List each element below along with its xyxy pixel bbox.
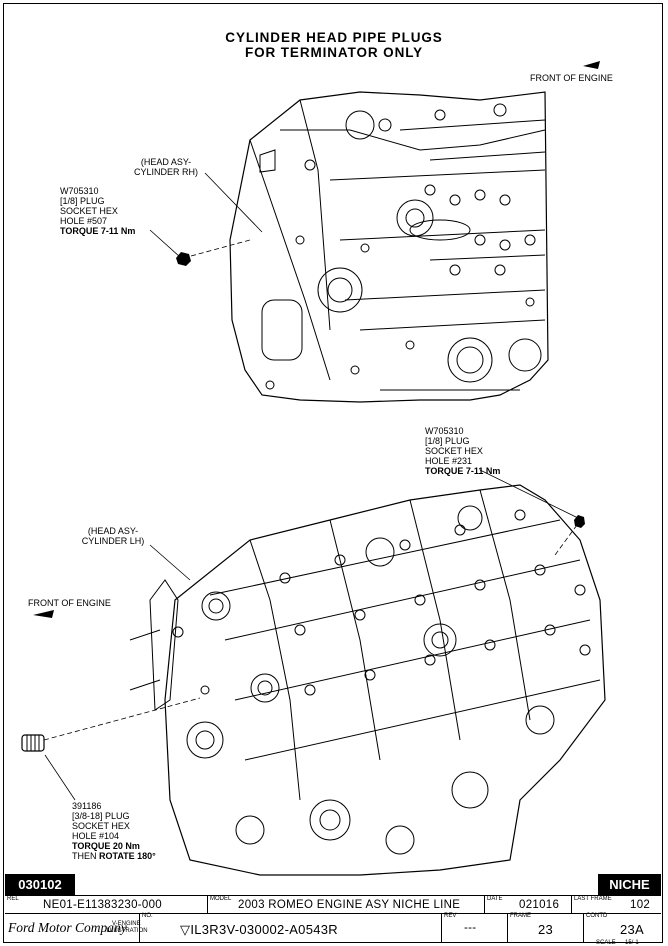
drawing-sheet [3, 3, 663, 943]
head-lh-drawing [129, 484, 606, 876]
contd-cell: CONTD 23A [586, 913, 645, 937]
frame-value: 23 [538, 922, 554, 937]
v-engine-label: V-ENGINE ILLUSTRATION [105, 921, 148, 934]
front-arrow-left-icon [33, 610, 54, 618]
front-arrow-top-icon [583, 61, 600, 69]
last-frame-cell: LAST FRAME 102 [574, 896, 651, 911]
date-cell: DATE 021016 [485, 896, 572, 913]
front-of-engine-label-top: FRONT OF ENGINE [530, 73, 613, 83]
plug-231-icon [574, 515, 585, 528]
code-band: 030102 [5, 874, 75, 895]
page-title-line2: FOR TERMINATOR ONLY [244, 45, 424, 60]
leader-lines [43, 172, 579, 801]
date-value: 021016 [519, 899, 560, 911]
plug-507-icon [176, 252, 191, 266]
head-rh-label: (HEAD ASY- CYLINDER RH) [133, 157, 198, 177]
front-of-engine-label-left: FRONT OF ENGINE [28, 598, 111, 608]
model-cell: MODEL 2003 ROMEO ENGINE ASY NICHE LINE [208, 896, 485, 913]
scale-label: SCALE — 15/-1 [596, 940, 639, 946]
number-cell: NO. ▽IL3R3V-030002-A0543R [140, 913, 442, 942]
head-rh-drawing [229, 91, 549, 403]
rev-cell: REV --- [442, 913, 508, 942]
model-value: 2003 ROMEO ENGINE ASY NICHE LINE [238, 899, 461, 911]
illustration-number: ▽IL3R3V-030002-A0543R [180, 922, 338, 937]
contd-value: 23A [620, 922, 645, 937]
plug-104-icon [21, 734, 45, 752]
title-block: REL NE01-E11383230-000 MODEL 2003 ROMEO … [5, 895, 661, 942]
page-title-line1: CYLINDER HEAD PIPE PLUGS [225, 30, 443, 45]
title-block-divider [5, 913, 661, 914]
frame-cell: FRAME 23 [508, 913, 584, 942]
plug-507-callout: W705310 [1/8] PLUG SOCKET HEX HOLE #507 … [60, 186, 136, 236]
ford-logo: Ford Motor Company [8, 920, 127, 935]
triangle-icon: ▽ [180, 922, 191, 937]
rev-value: --- [464, 922, 477, 934]
niche-band: NICHE [598, 874, 661, 895]
last-frame-value: 102 [630, 899, 651, 911]
company-cell: Ford Motor Company V-ENGINE ILLUSTRATION [5, 913, 148, 942]
plug-104-callout: 391186 [3/8-18] PLUG SOCKET HEX HOLE #10… [72, 801, 156, 861]
plug-231-callout: W705310 [1/8] PLUG SOCKET HEX HOLE #231 … [425, 426, 501, 476]
rel-cell: REL NE01-E11383230-000 [5, 896, 208, 913]
rel-value: NE01-E11383230-000 [43, 899, 162, 911]
head-lh-label: (HEAD ASY- CYLINDER LH) [81, 526, 145, 546]
